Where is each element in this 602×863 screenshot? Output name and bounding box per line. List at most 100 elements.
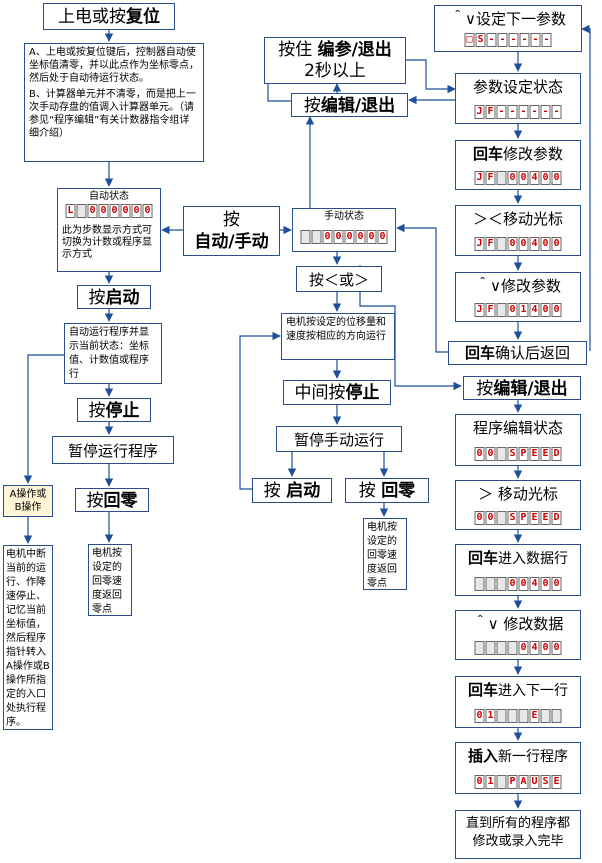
digit-cell: 0: [551, 641, 562, 655]
hold-prefix: 按住: [278, 40, 313, 60]
auto-start-box: 按启动: [77, 285, 151, 309]
digit-cell: □: [464, 33, 475, 47]
digit-cell: -: [530, 33, 541, 47]
digit-cell: [551, 709, 562, 723]
digit-cell: -: [551, 105, 562, 119]
digit-cell: 0: [485, 511, 496, 525]
digit-cell: 0: [540, 577, 551, 591]
digit-cell: F: [485, 171, 496, 185]
digit-cell: 0: [474, 447, 485, 461]
digit-cell: E: [529, 447, 540, 461]
edit-exit-top-box: 按编辑/退出: [291, 93, 408, 117]
digit-cell: 0: [540, 237, 551, 251]
auto-start-prefix: 按: [88, 288, 106, 308]
edit-exit-right-box: 按编辑/退出: [463, 376, 581, 400]
digit-cell: [496, 511, 507, 525]
confirm-back-box: 回车确认后返回: [448, 341, 587, 365]
digit-cell: 0: [551, 577, 562, 591]
manual-home-box: 按 回零: [345, 478, 429, 503]
digit-cell: -: [540, 105, 551, 119]
hold-param-box: 按住 编参/退出 2秒以上: [264, 37, 406, 84]
digit-cell: 0: [474, 511, 485, 525]
enter-modify-label: 修改参数: [503, 145, 564, 163]
digit-cell: 0: [518, 641, 529, 655]
manual-home-prefix: 按: [358, 481, 376, 501]
hold-line2: 2秒以上: [304, 61, 366, 81]
arrow-hold-to-param: [406, 59, 456, 94]
digit-cell: 0: [551, 237, 562, 251]
digit-cell: 0: [109, 204, 120, 218]
digit-cell: [496, 303, 507, 317]
arrow-confirm-to-manual: [396, 223, 455, 353]
mid-stop-prefix: 中间按: [294, 383, 346, 403]
digit-cell: -: [497, 33, 508, 47]
param-state-label: 参数设定状态: [472, 78, 563, 96]
digit-cell: -: [507, 105, 518, 119]
digit-cell: -: [496, 105, 507, 119]
pause-program-box: 暂停运行程序: [52, 436, 174, 464]
arrow-run-to-ab: [23, 354, 64, 484]
digit-cell: 0: [518, 171, 529, 185]
digit-cell: E: [540, 447, 551, 461]
digit-cell: F: [485, 237, 496, 251]
digit-cell: [485, 577, 496, 591]
digit-cell: U: [529, 775, 540, 789]
insert-bold: 插入: [467, 747, 498, 765]
hold-bold: 编参/退出: [317, 40, 392, 60]
digit-cell: -: [486, 33, 497, 47]
digit-cell: S: [540, 775, 551, 789]
auto-home-desc: 电机按设定的回零速度返回零点: [88, 544, 132, 616]
digit-cell: 0: [540, 303, 551, 317]
digit-cell: [76, 204, 87, 218]
pause-manual-box: 暂停手动运行: [276, 426, 402, 452]
set-next-label: ＾∨设定下一参数: [450, 10, 566, 28]
arrow-mid-to-prog-edit: [359, 265, 462, 391]
manual-move-box: 电机按设定的位移量和速度按相应的方向运行: [281, 313, 395, 360]
digit-cell: [496, 237, 507, 251]
digit-cell: 0: [322, 230, 333, 244]
digit-cell: [496, 447, 507, 461]
manual-start-prefix: 按: [263, 481, 281, 501]
digit-cell: 0: [518, 237, 529, 251]
digit-cell: 4: [529, 303, 540, 317]
enter-next-bold: 回车: [467, 681, 498, 699]
enter-modify-bold: 回车: [472, 145, 503, 163]
auto-home-bold: 回零: [103, 491, 138, 511]
confirm-back-bold: 回车: [464, 344, 495, 362]
edit-exit-right-bold: 编辑/退出: [493, 379, 568, 399]
digit-cell: D: [551, 511, 562, 525]
mid-stop-bold: 停止: [345, 383, 380, 403]
digit-cell: S: [475, 33, 486, 47]
prog-edit-label: 程序编辑状态: [472, 419, 563, 437]
digit-cell: 4: [529, 171, 540, 185]
arrow-confirm-loop-up: [581, 24, 591, 351]
power-on-prefix: 上电或按: [58, 7, 126, 27]
digit-cell: [474, 641, 485, 655]
digit-cell: 0: [87, 204, 98, 218]
reset-note-b: B、计算器单元并不清零，而是把上一次手动存盘的值调入计算器单元。（请参见“程序编…: [29, 89, 196, 139]
digit-cell: 0: [377, 230, 388, 244]
auto-state-title: 自动状态: [89, 191, 129, 202]
digit-cell: J: [474, 303, 485, 317]
digit-cell: [311, 230, 322, 244]
digit-cell: [300, 230, 311, 244]
digit-cell: E: [529, 709, 540, 723]
digit-cell: L: [65, 204, 76, 218]
digit-cell: 4: [529, 577, 540, 591]
digit-cell: 0: [474, 709, 485, 723]
digit-cell: [507, 709, 518, 723]
press-lr-box: 按＜或＞: [296, 266, 382, 292]
move-cursor-label: ＞＜移动光标: [472, 210, 563, 228]
digit-cell: E: [529, 511, 540, 525]
